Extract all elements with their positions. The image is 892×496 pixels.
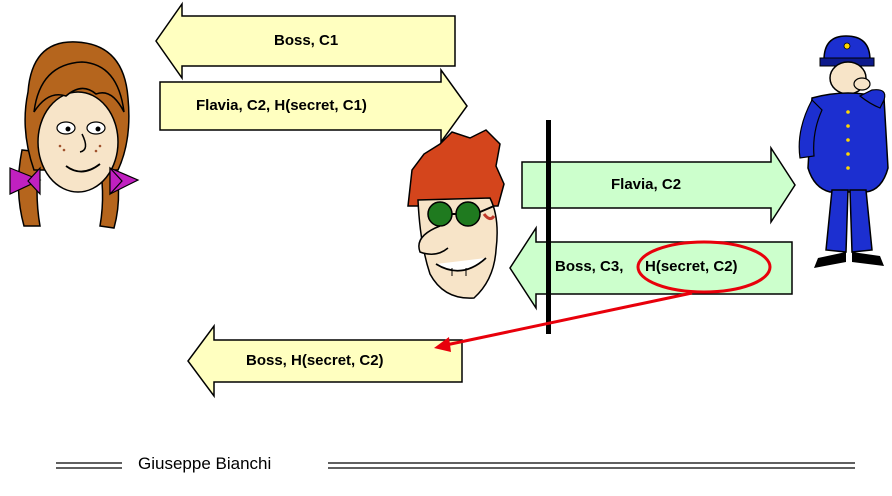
arrow-boss-hash-c2 bbox=[187, 323, 463, 399]
highlight-pointer-line bbox=[445, 291, 693, 347]
label-boss-c3: Boss, C3, bbox=[555, 258, 624, 275]
label-flavia-c2-hash-c1: Flavia, C2, H(secret, C1) bbox=[196, 97, 367, 114]
flavia-girl-icon bbox=[9, 41, 140, 229]
arrow-flavia-c2-hash-c1 bbox=[159, 67, 468, 145]
label-boss-hash-c2: Boss, H(secret, C2) bbox=[246, 352, 384, 369]
highlight-pointer-head bbox=[434, 337, 451, 352]
separator-line bbox=[546, 120, 551, 334]
intruder-guy-icon bbox=[407, 129, 505, 299]
footer-author: Giuseppe Bianchi bbox=[134, 454, 276, 474]
arrow-boss-c1 bbox=[155, 1, 456, 81]
label-flavia-c2: Flavia, C2 bbox=[611, 176, 682, 193]
highlight-ellipse bbox=[636, 240, 772, 294]
label-boss-c1: Boss, C1 bbox=[274, 32, 339, 49]
footer-rule bbox=[56, 462, 855, 469]
label-hash-secret-c2: H(secret, C2) bbox=[645, 258, 738, 275]
arrow-flavia-c2 bbox=[521, 145, 796, 225]
arrow-boss-c3-hash-c2 bbox=[509, 225, 793, 311]
boss-guard-icon bbox=[798, 35, 889, 268]
